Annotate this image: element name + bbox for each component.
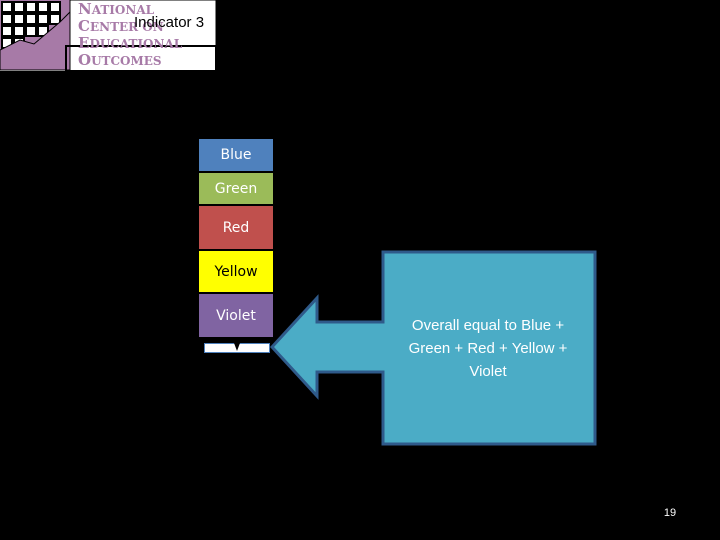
callout-arrow [270, 250, 597, 446]
logo-line-1: NATIONAL [78, 0, 155, 18]
overall-bar [204, 343, 270, 353]
nceo-logo-graphic: NATIONAL CENTER ON EDUCATIONAL OUTCOMES [0, 0, 217, 72]
logo-line-3: EDUCATIONAL [78, 34, 183, 52]
callout-text: Overall equal to Blue + Green + Red + Ye… [408, 317, 568, 380]
nceo-logo: NATIONAL CENTER ON EDUCATIONAL OUTCOMES [0, 0, 217, 72]
slide-title: Indicator 3 [134, 14, 205, 31]
red-block: Red [199, 206, 273, 249]
page-number: 19 [663, 507, 677, 519]
yellow-block: Yellow [199, 251, 273, 292]
green-block: Green [199, 173, 273, 204]
logo-line-4: OUTCOMES [78, 51, 162, 69]
logo-line-2: CENTER ON [78, 17, 164, 35]
blue-block: Blue [199, 139, 273, 171]
violet-block: Violet [199, 294, 273, 337]
